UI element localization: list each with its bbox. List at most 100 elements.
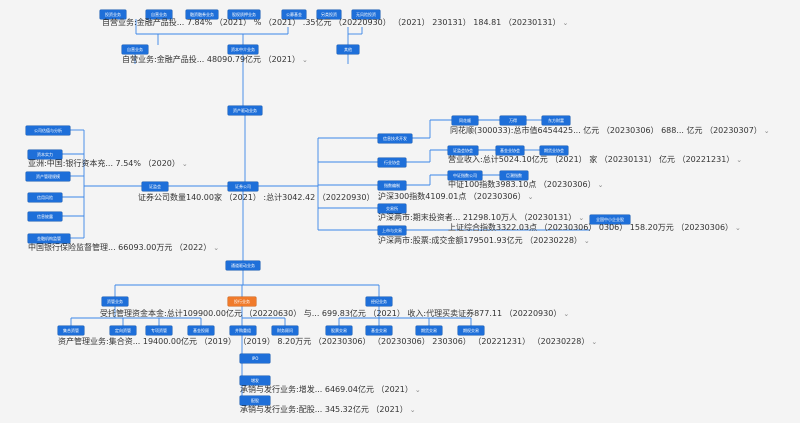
node-company-valuation[interactable]: 公司估值与分析: [26, 126, 70, 135]
node-asset-driven[interactable]: 资产驱动业务: [228, 106, 262, 115]
node-fund-advisory[interactable]: 基金投顾: [188, 326, 214, 335]
chevron-down-icon[interactable]: ⌄: [213, 244, 220, 252]
label-entrusted-funds[interactable]: 受托管理资金本金:总计109900.00亿元 （20220630） 与... 6…: [100, 308, 569, 320]
node-disclosure[interactable]: 信息披露: [28, 212, 62, 221]
label-company-count[interactable]: 证券公司数量140.00家 （2021） :总计3042.42 （2022093…: [138, 192, 382, 204]
node-options-trading[interactable]: 期权交易: [458, 326, 484, 335]
node-collective-am[interactable]: 集合资管: [58, 326, 84, 335]
label-text: 同花顺(300033):总市值6454425... 亿元 （20230306） …: [450, 126, 762, 135]
node-capital-intermediary[interactable]: 资本中介业务: [228, 45, 258, 54]
node-index-compile[interactable]: 指数编制: [378, 181, 406, 190]
label-text: 沪深两市:股票:成交金额179501.93亿元 （20230228）: [378, 236, 582, 245]
node-stock-trading[interactable]: 股票交易: [326, 326, 352, 335]
label-proprietary-value[interactable]: 自营业务:金融产品投... 48090.79亿元 （2021）⌄: [122, 54, 308, 66]
node-rights-issue[interactable]: 配股: [240, 396, 270, 405]
node-public-fund[interactable]: 公募基金: [282, 10, 306, 19]
chevron-down-icon[interactable]: ⌄: [578, 214, 585, 222]
label-text: 沪深两市:期末投资者... 21298.10万人 （20230131）: [378, 213, 577, 222]
node-brokerage[interactable]: 经纪业务: [366, 297, 392, 306]
label-investors[interactable]: 沪深两市:期末投资者... 21298.10万人 （20230131）⌄: [378, 212, 584, 224]
label-rights-value[interactable]: 承销与发行业务:配股... 345.32亿元 （2021）⌄: [240, 404, 416, 416]
label-turnover[interactable]: 沪深两市:股票:成交金额179501.93亿元 （20230228）⌄: [378, 235, 590, 247]
node-eastmoney[interactable]: 东方财富: [542, 116, 570, 125]
node-ipo[interactable]: IPO: [240, 354, 270, 363]
node-capital-strength[interactable]: 资本实力: [28, 150, 62, 159]
node-amac[interactable]: 基金业协会: [496, 146, 524, 155]
node-directed-am[interactable]: 定向资管: [110, 326, 136, 335]
node-other[interactable]: 其他: [337, 45, 359, 54]
node-securities-company[interactable]: 证券公司: [228, 182, 258, 191]
node-m-and-a[interactable]: 并购重组: [230, 326, 256, 335]
node-investment[interactable]: 投资业务: [100, 10, 126, 19]
node-listing-trading[interactable]: 上市与交易: [378, 226, 406, 235]
node-special-am[interactable]: 专项资管: [146, 326, 172, 335]
node-credit-risk[interactable]: 信用风险: [28, 193, 62, 202]
node-fund-trading[interactable]: 基金交易: [366, 326, 392, 335]
node-industry-association[interactable]: 行业协会: [378, 158, 406, 167]
label-ths-market-cap[interactable]: 同花顺(300033):总市值6454425... 亿元 （20230306） …: [450, 125, 770, 137]
node-proprietary[interactable]: 自营业务: [146, 10, 172, 19]
node-csindex[interactable]: 中证指数公司: [448, 171, 482, 180]
label-collective-am[interactable]: 资产管理业务:集合资... 19400.00亿元 （2019） （2019） 8…: [58, 336, 597, 348]
chevron-down-icon[interactable]: ⌄: [181, 160, 188, 168]
label-text: 承销与发行业务:增发... 6469.04亿元 （2021）: [240, 385, 413, 394]
chevron-down-icon[interactable]: ⌄: [409, 406, 416, 414]
chevron-down-icon[interactable]: ⌄: [563, 310, 570, 318]
label-text: 营业收入:总计5024.10亿元 （2021） 家 （20230131） 亿元 …: [448, 155, 735, 164]
label-text: 证券公司数量140.00家 （2021） :总计3042.42 （2022093…: [138, 193, 375, 202]
label-text: 上证综合指数3322.03点 （20230306） 0306） 158.20万元…: [448, 223, 734, 232]
node-csrc[interactable]: 证监会: [142, 182, 168, 191]
node-cfa[interactable]: 期货业协会: [540, 146, 568, 155]
node-margin-financing[interactable]: 融资融券业务: [186, 10, 218, 19]
node-futures-trading[interactable]: 期货交易: [416, 326, 442, 335]
node-riskless-investment[interactable]: 无风险投资: [352, 10, 380, 19]
node-alternative-investment[interactable]: 另类投资: [317, 10, 341, 19]
label-revenue[interactable]: 营业收入:总计5024.10亿元 （2021） 家 （20230131） 亿元 …: [448, 154, 742, 166]
label-seo-value[interactable]: 承销与发行业务:增发... 6469.04亿元 （2021）⌄: [240, 384, 421, 396]
label-text: 中证100指数3983.10点 （20230306）: [448, 180, 596, 189]
chevron-down-icon[interactable]: ⌄: [562, 19, 569, 27]
node-cninfo-index[interactable]: 巨潮指数: [500, 171, 528, 180]
node-exchange[interactable]: 交易所: [378, 204, 406, 213]
label-text: 沪深300指数4109.01点 （20230306）: [378, 192, 526, 201]
node-wind[interactable]: 万得: [500, 116, 526, 125]
label-csi300[interactable]: 沪深300指数4109.01点 （20230306）⌄: [378, 191, 534, 203]
label-text: 中国银行保险监督管理... 66093.00万元 （2022）: [28, 243, 212, 252]
chevron-down-icon[interactable]: ⌄: [527, 193, 534, 201]
label-cbirc-value[interactable]: 中国银行保险监督管理... 66093.00万元 （2022）⌄: [28, 242, 219, 254]
node-investment-banking[interactable]: 投行业务: [228, 297, 256, 306]
node-it-development[interactable]: 信息技术开发: [378, 134, 412, 143]
label-text: 承销与发行业务:配股... 345.32亿元 （2021）: [240, 405, 408, 414]
node-ths[interactable]: 同花顺: [452, 116, 478, 125]
node-aum-scale[interactable]: 资产管理规模: [26, 172, 70, 181]
label-text: 亚洲:中国:银行资本充... 7.54% （2020）: [28, 159, 180, 168]
chevron-down-icon[interactable]: ⌄: [736, 156, 743, 164]
label-top-row[interactable]: 自营业务:金融产品投... 7.84% （2021） % （2021） .35亿…: [102, 17, 568, 29]
node-financial-advisor[interactable]: 财务顾问: [272, 326, 298, 335]
node-proprietary-2[interactable]: 自营业务: [122, 45, 148, 54]
node-sac[interactable]: 证监会协会: [448, 146, 478, 155]
label-sse-composite[interactable]: 上证综合指数3322.03点 （20230306） 0306） 158.20万元…: [448, 222, 741, 234]
chevron-down-icon[interactable]: ⌄: [376, 194, 383, 202]
label-text: 资产管理业务:集合资... 19400.00亿元 （2019） （2019） 8…: [58, 337, 590, 346]
label-text: 自营业务:金融产品投... 48090.79亿元 （2021）: [122, 55, 300, 64]
chevron-down-icon[interactable]: ⌄: [414, 386, 421, 394]
node-financial-regulation[interactable]: 金融机构监管: [28, 234, 70, 243]
node-neeq[interactable]: 全国中小企业股: [590, 215, 630, 224]
chevron-down-icon[interactable]: ⌄: [591, 338, 598, 346]
chevron-down-icon[interactable]: ⌄: [583, 237, 590, 245]
node-channel-driven[interactable]: 通道驱动业务: [226, 261, 260, 270]
node-equity-pledge[interactable]: 股权质押业务: [228, 10, 260, 19]
node-seo[interactable]: 增发: [240, 376, 270, 385]
label-text: 自营业务:金融产品投... 7.84% （2021） % （2021） .35亿…: [102, 18, 561, 27]
label-bank-capital[interactable]: 亚洲:中国:银行资本充... 7.54% （2020）⌄: [28, 158, 188, 170]
chevron-down-icon[interactable]: ⌄: [597, 181, 604, 189]
label-text: 受托管理资金本金:总计109900.00亿元 （20220630） 与... 6…: [100, 309, 562, 318]
chevron-down-icon[interactable]: ⌄: [735, 224, 741, 232]
node-asset-management[interactable]: 资管业务: [102, 297, 128, 306]
chevron-down-icon[interactable]: ⌄: [763, 127, 770, 135]
label-csi100[interactable]: 中证100指数3983.10点 （20230306）⌄: [448, 179, 604, 191]
chevron-down-icon[interactable]: ⌄: [301, 56, 308, 64]
